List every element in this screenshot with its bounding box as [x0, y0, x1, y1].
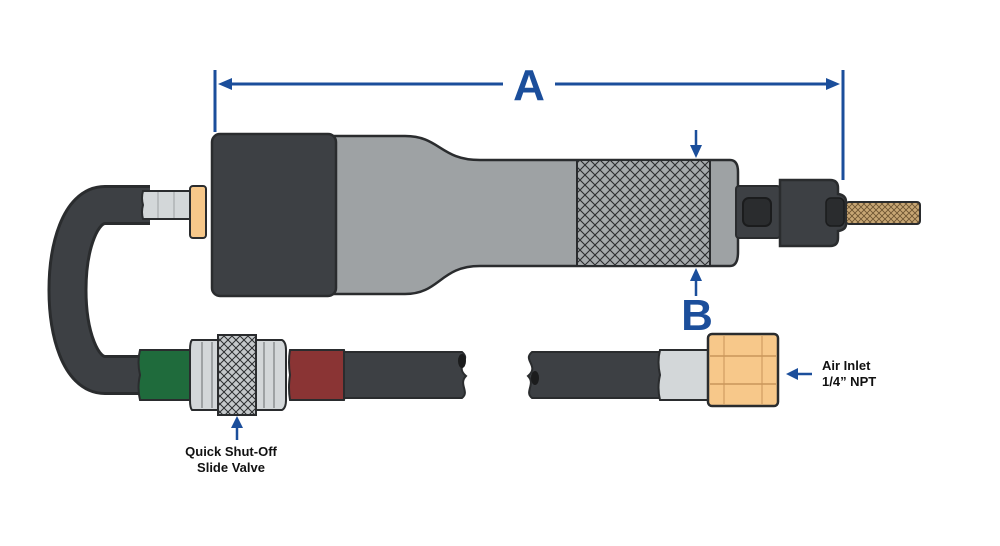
arrow-icon: [218, 78, 232, 90]
red-collar: [288, 349, 347, 401]
air-inlet-arrow: [786, 368, 812, 380]
air-inlet-label-line1: Air Inlet: [822, 358, 871, 373]
slide-valve-label-line1: Quick Shut-Off: [185, 444, 277, 459]
quick-shut-off-slide-valve: [137, 334, 347, 416]
dimension-a: [213, 70, 845, 180]
upper-hose-sleeve: [141, 190, 192, 220]
arrow-icon: [231, 416, 243, 428]
slide-valve-arrow: [231, 416, 243, 440]
slide-valve-grip: [217, 334, 257, 416]
slide-valve-label-line2: Slide Valve: [197, 460, 265, 475]
arrow-icon: [690, 145, 702, 158]
tool-bit: [845, 201, 921, 225]
dimension-b-label: B: [681, 291, 713, 340]
air-inlet-label-line2: 1/4” NPT: [822, 374, 876, 389]
arrow-icon: [826, 78, 840, 90]
green-collar: [137, 349, 195, 401]
tool-motor-housing: [210, 132, 338, 298]
arrow-icon: [786, 368, 798, 380]
tool-nose: [735, 178, 848, 248]
air-inlet-fitting: [706, 332, 780, 408]
dimension-b: [690, 130, 702, 296]
inlet-hose-sleeve: [657, 349, 713, 401]
arrow-icon: [690, 268, 702, 281]
inlet-brass-nut: [189, 185, 207, 239]
hose-segment-right: [526, 351, 663, 399]
dimension-a-label: A: [513, 61, 545, 110]
hose-segment-left: [343, 351, 468, 399]
crosshatch-grip: [576, 159, 711, 267]
